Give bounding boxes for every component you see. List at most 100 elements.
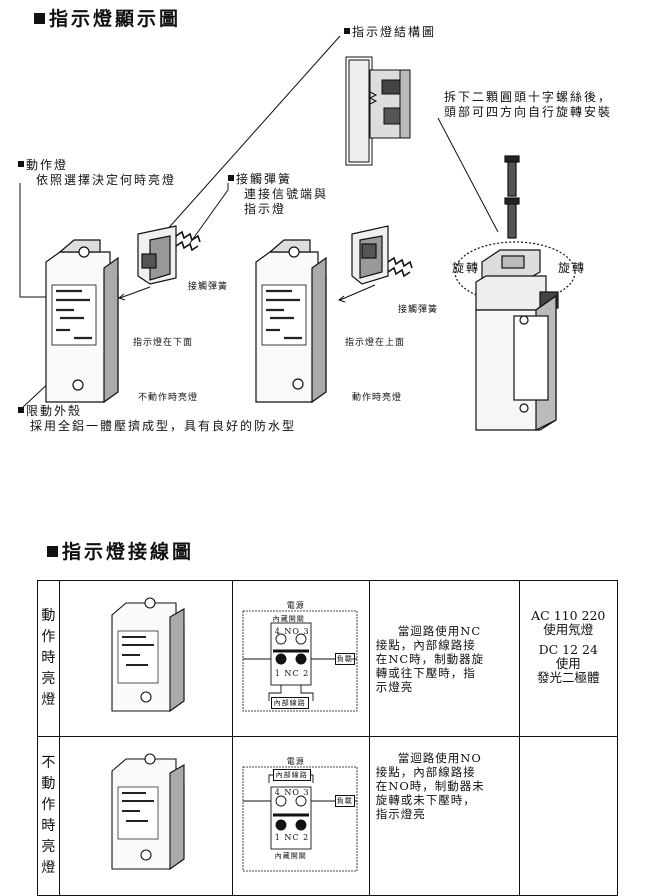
wiring-table: 動作時亮燈 <box>37 580 619 896</box>
bullet-square-icon <box>18 161 24 167</box>
rotate-left-label: 旋轉 <box>452 261 481 275</box>
bullet-square-icon <box>34 13 45 24</box>
spec-ac: AC 110 220 <box>531 608 606 623</box>
terminal-2: 2 <box>303 669 310 678</box>
state-char: 作 <box>41 629 56 645</box>
terminal-3: 3 <box>303 627 310 636</box>
contact-top-labels: 4 NO 3 <box>275 627 310 636</box>
contact-spring-label: 接觸彈簧 連接信號端與 指示燈 <box>228 172 328 217</box>
housing-thumbnail-cell <box>58 580 233 737</box>
bullet-square-icon <box>47 546 58 557</box>
circuit-box: 內部線路 <box>272 769 311 781</box>
state-char: 亮 <box>41 671 56 687</box>
action-lamp-label: 動作燈 依照選擇決定何時亮燈 <box>18 158 176 188</box>
terminal-4: 4 <box>274 788 281 797</box>
housing-left-drawing <box>45 239 119 404</box>
state-off-label: 不動作時亮燈 <box>138 393 199 403</box>
wiring-diagram-cell: 電源 內部線路 4 NO 3 1 NC 2 負載 內藏開關 <box>231 736 370 896</box>
state-char: 燈 <box>41 860 56 876</box>
lamp-module-below-drawing <box>137 225 201 285</box>
housing-right-drawing <box>255 239 327 404</box>
housing-thumbnail <box>111 753 185 871</box>
structure-label-text: 指示燈結構圖 <box>352 25 437 39</box>
desc-line: 轉或往下壓時，指 <box>375 665 476 680</box>
row-description: 當迴路使用NC 接點，內部線路接 在NC時，制動器旋 轉或往下壓時，指 示燈亮 <box>368 580 520 737</box>
structure-drawing <box>345 56 411 166</box>
lamp-below-label: 指示燈在下面 <box>133 338 194 348</box>
terminal-4: 4 <box>274 627 281 636</box>
display-heading-text: 指示燈顯示圖 <box>49 8 182 30</box>
spec-dc-use: 使用 <box>555 656 581 671</box>
terminal-1: 1 <box>274 833 281 842</box>
table-row: 動作時亮燈 <box>37 580 619 737</box>
spec-cell-empty <box>518 736 619 896</box>
terminal-2: 2 <box>303 833 310 842</box>
desc-line: 接點，內部線路接 <box>375 765 476 779</box>
rotate-note: 拆下二顆圓頭十字螺絲後， 頭部可四方向自行旋轉安裝 <box>444 90 612 120</box>
wiring-heading-text: 指示燈接線圖 <box>62 541 195 563</box>
housing-title: 限動外殼 <box>26 404 83 418</box>
housing-label: 限動外殼 採用全鋁一體壓擠成型，具有良好的防水型 <box>18 404 296 434</box>
spring-label-left: 接觸彈簧 <box>188 282 229 292</box>
table-row: 不動作時亮燈 <box>37 736 619 896</box>
circuit-box: 內部線路 <box>270 697 309 709</box>
housing-thumbnail-cell <box>58 736 233 896</box>
row-state-label: 動作時亮燈 <box>37 580 60 737</box>
state-char: 動 <box>41 776 56 792</box>
bullet-square-icon <box>344 28 350 34</box>
spec-dc-type: 發光二極體 <box>537 670 600 685</box>
rotate-right-label: 旋轉 <box>558 261 587 275</box>
display-heading: 指示燈顯示圖 <box>34 4 181 31</box>
bullet-square-icon <box>18 407 24 413</box>
desc-line: 示燈亮 <box>375 679 414 694</box>
housing-desc: 採用全鋁一體壓擠成型，具有良好的防水型 <box>30 419 297 433</box>
contact-spring-desc-2: 指示燈 <box>244 202 287 216</box>
wiring-diagram-cell: 電源 內藏開關 4 NO 3 1 NC 2 負載 內部線路 <box>231 580 370 737</box>
load-box: 負載 <box>334 653 355 665</box>
lamp-module-above-drawing <box>351 225 413 285</box>
spec-dc: DC 12 24 <box>538 642 598 657</box>
contact-bottom-labels: 1 NC 2 <box>275 669 309 678</box>
state-char: 不 <box>41 755 56 771</box>
spec-cell: AC 110 220 使用氖燈 DC 12 24 使用 發光二極體 <box>518 580 619 737</box>
structure-illustration <box>19 35 576 431</box>
state-char: 時 <box>41 650 56 666</box>
spec-ac-use: 使用氖燈 <box>543 622 594 637</box>
rotate-note-line-1: 拆下二顆圓頭十字螺絲後， <box>444 90 613 104</box>
desc-line: 指示燈亮 <box>375 807 426 821</box>
limit-switch-drawing <box>454 155 576 431</box>
state-char: 時 <box>41 818 56 834</box>
rotate-note-line-2: 頭部可四方向自行旋轉安裝 <box>444 105 613 119</box>
state-char: 亮 <box>41 839 56 855</box>
switch-label: 內藏開關 <box>272 615 305 623</box>
no-label: NO <box>284 788 300 797</box>
row-description: 當迴路使用NO 接點，內部線路接 在NO時，制動器未 旋轉或未下壓時， 指示燈亮 <box>368 736 520 896</box>
desc-line: 在NC時，制動器旋 <box>375 651 485 666</box>
state-char: 作 <box>41 797 56 813</box>
state-char: 動 <box>41 608 56 624</box>
wiring-diagram-no: 電源 內部線路 4 NO 3 1 NC 2 負載 內藏開關 <box>233 739 369 893</box>
desc-line: 旋轉或未下壓時， <box>375 793 476 807</box>
row-state-label: 不動作時亮燈 <box>37 736 60 896</box>
lamp-above-label: 指示燈在上面 <box>345 338 406 348</box>
terminal-3: 3 <box>303 788 310 797</box>
nc-label: NC <box>284 833 300 842</box>
desc-line: 當迴路使用NO <box>397 751 482 765</box>
load-box: 負載 <box>334 795 355 807</box>
state-char: 燈 <box>41 692 56 708</box>
wiring-heading: 指示燈接線圖 <box>47 537 194 564</box>
switch-label: 內藏開關 <box>274 852 307 860</box>
action-lamp-title: 動作燈 <box>26 158 69 172</box>
contact-spring-title: 接觸彈簧 <box>236 172 293 186</box>
state-on-label: 動作時亮燈 <box>352 393 403 403</box>
desc-line: 當迴路使用NC <box>397 623 482 638</box>
contact-top-labels: 4 NO 3 <box>275 788 310 797</box>
spring-label-right: 接觸彈簧 <box>398 305 439 315</box>
housing-thumbnail <box>111 597 185 713</box>
bullet-square-icon <box>228 175 234 181</box>
action-lamp-desc: 依照選擇決定何時亮燈 <box>36 173 177 187</box>
desc-line: 在NO時，制動器未 <box>375 779 485 793</box>
power-label: 電源 <box>286 757 305 766</box>
circuit-lines <box>242 610 358 712</box>
no-label: NO <box>284 627 300 636</box>
